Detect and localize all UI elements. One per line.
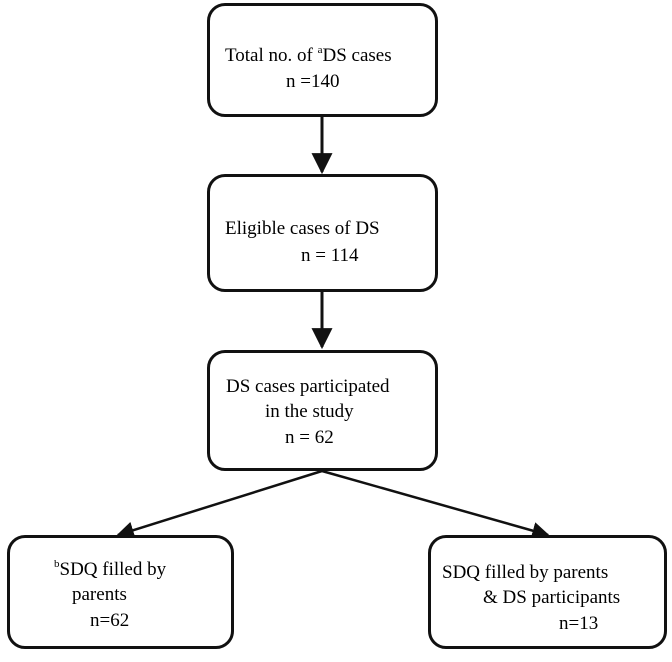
both-sdq-label: SDQ filled by parents	[442, 562, 609, 583]
parents-sdq-label: bSDQ filled by	[54, 558, 166, 582]
eligible-cases-count: n = 114	[301, 245, 359, 266]
parents-sdq-count: n=62	[90, 610, 130, 631]
participated-cases-box: DS cases participated in the study n = 6…	[207, 350, 438, 471]
arrow-participated-to-both	[321, 469, 550, 540]
total-cases-label-text: Total no. of	[225, 45, 318, 66]
parents-and-participants-sdq-box: SDQ filled by parents & DS participants …	[428, 535, 667, 649]
footnote-a-marker: a	[317, 44, 323, 56]
participated-cases-label-2: in the study	[265, 401, 354, 422]
footnote-b-marker: b	[54, 558, 60, 570]
parents-sdq-box: bSDQ filled by parents n=62	[7, 535, 234, 649]
arrow-participated-to-parents	[116, 469, 323, 539]
eligible-cases-label: Eligible cases of DS	[225, 218, 380, 239]
parents-sdq-label-text: SDQ filled by	[59, 559, 167, 580]
total-cases-box: Total no. of aDS cases n =140	[207, 3, 438, 117]
both-sdq-label-2: & DS participants	[483, 587, 621, 608]
both-sdq-count: n=13	[559, 613, 599, 634]
parents-sdq-label-2: parents	[72, 584, 127, 605]
total-cases-label-suffix: DS cases	[322, 45, 392, 66]
participated-cases-label: DS cases participated	[226, 376, 390, 397]
total-cases-label: Total no. of aDS cases	[225, 44, 392, 68]
participated-cases-count: n = 62	[285, 427, 334, 448]
eligible-cases-box: Eligible cases of DS n = 114	[207, 174, 438, 292]
total-cases-count: n =140	[286, 71, 340, 92]
